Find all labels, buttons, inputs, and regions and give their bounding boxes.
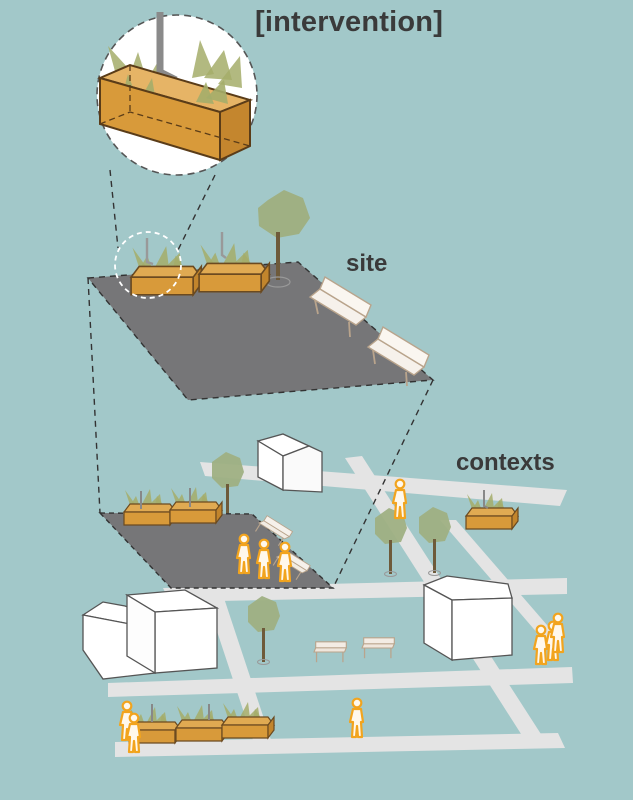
contexts-label: contexts	[456, 449, 555, 476]
context-planter-bottom-3	[221, 701, 275, 739]
site-planter-1	[130, 245, 203, 296]
lower-site-planters	[123, 486, 223, 526]
context-bench-1	[313, 641, 348, 663]
context-building-3	[124, 589, 220, 675]
context-building-1	[256, 433, 323, 493]
projection-lines-zoom	[109, 169, 216, 251]
site-zoom-circle	[114, 231, 182, 299]
road-6	[200, 580, 272, 743]
site-downspouts	[145, 232, 227, 266]
road-7	[440, 520, 560, 642]
intervention-label: [intervention]	[255, 6, 444, 38]
site-bench-2	[366, 325, 430, 387]
context-bench-2	[361, 637, 396, 659]
site-bench-1	[308, 275, 372, 338]
projection-lines-lower	[87, 277, 434, 589]
site-plaza	[86, 261, 435, 401]
road-3	[108, 667, 573, 697]
context-tree-4	[247, 595, 281, 665]
intervention-bubble	[96, 12, 258, 176]
site-planter-2	[198, 242, 271, 293]
context-downspouts	[151, 490, 489, 722]
lower-site-downspouts	[140, 488, 191, 509]
context-planter-bottom-2	[175, 704, 229, 742]
context-building-4	[422, 575, 513, 662]
road-4	[115, 733, 565, 757]
site-label: site	[346, 250, 388, 277]
